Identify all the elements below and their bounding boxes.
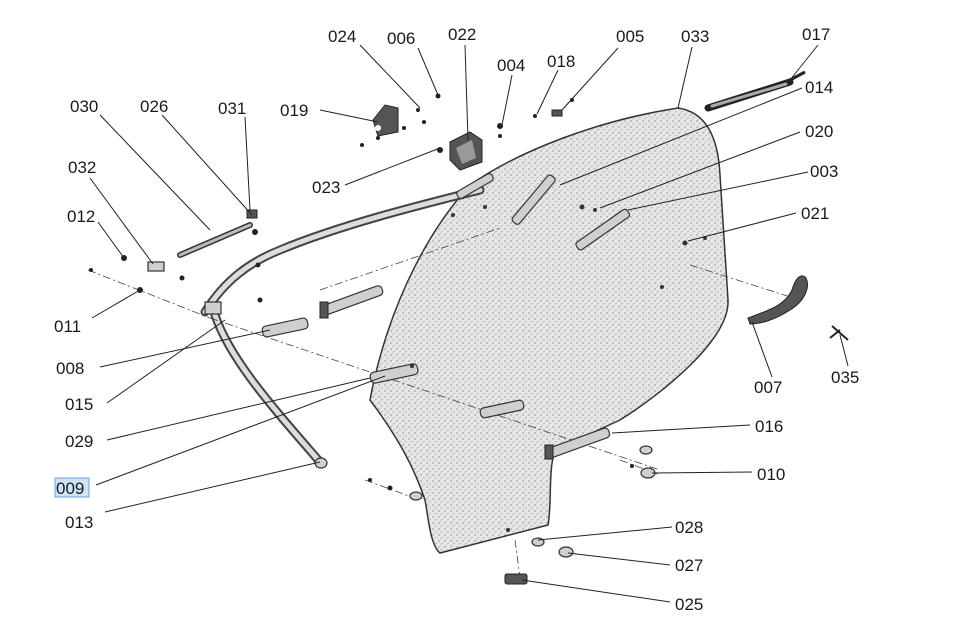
clip-035 [829,325,849,341]
label-021: 021 [801,204,829,223]
label-020: 020 [805,122,833,141]
label-007: 007 [754,378,782,397]
label-025: 025 [675,595,703,614]
label-032: 032 [68,158,96,177]
label-011: 011 [54,317,81,336]
label-026: 026 [140,97,168,116]
label-033: 033 [681,27,709,46]
hinge-020 [575,208,631,251]
label-030: 030 [70,97,98,116]
label-019: 019 [280,101,308,120]
label-009[interactable]: 009 [56,479,84,498]
leader-lines [89,44,849,603]
door-glass-panel [369,107,729,554]
label-009-highlight [54,477,90,498]
label-012: 012 [67,207,95,226]
label-017: 017 [802,25,830,44]
label-027: 027 [675,556,703,575]
label-006: 006 [387,29,415,48]
bracket-031 [246,209,258,219]
label-014: 014 [805,78,833,97]
hinge-014 [511,174,556,225]
door-handle-007 [747,275,808,325]
hinge-plate-008 [261,317,309,338]
label-004: 004 [497,56,525,75]
part-labels: 024 006 022 004 018 005 033 017 014 020 … [54,25,859,614]
label-028: 028 [675,518,703,537]
gas-strut [177,222,253,258]
label-010: 010 [757,465,785,484]
frame-corner-bracket [204,301,222,315]
label-035: 035 [831,368,859,387]
label-015: 015 [65,395,93,414]
label-023: 023 [312,178,340,197]
label-013: 013 [65,513,93,532]
latch-assembly [360,93,441,147]
label-003: 003 [810,162,838,181]
label-024: 024 [328,27,356,46]
label-022: 022 [448,25,476,44]
hinge-center [479,399,525,419]
hinge-015 [369,363,419,384]
label-008: 008 [56,359,84,378]
pivot-032 [147,261,165,272]
label-031: 031 [218,99,246,118]
label-016: 016 [755,417,783,436]
hinge-plate-upper [319,285,384,319]
label-029: 029 [65,432,93,451]
stop-025 [504,573,528,585]
gas-spring-017 [704,70,806,112]
bracket-022 [437,131,483,171]
label-018: 018 [547,52,575,71]
label-005: 005 [616,27,644,46]
